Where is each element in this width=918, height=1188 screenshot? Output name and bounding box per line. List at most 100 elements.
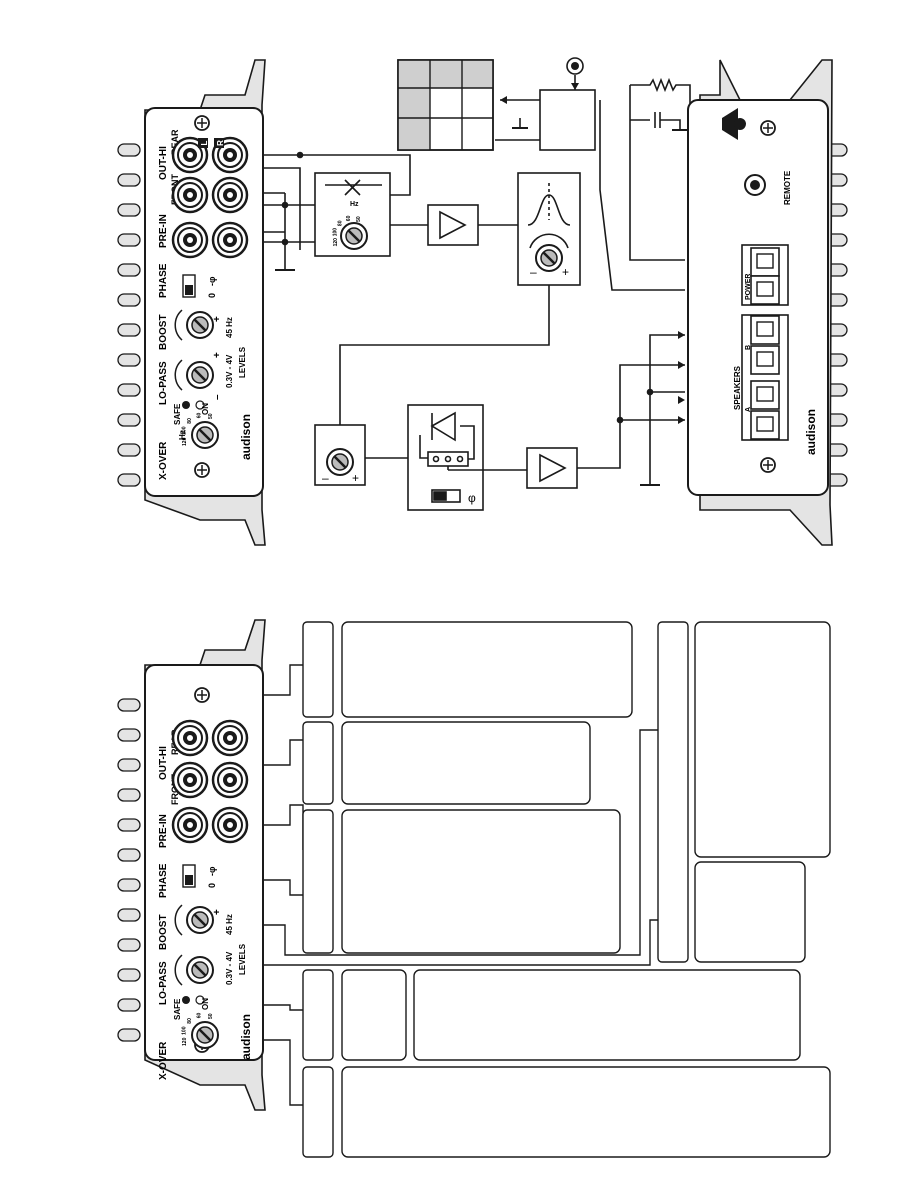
speaker-terminals[interactable]: SPEAKERS A B xyxy=(733,314,789,441)
block-diagram xyxy=(262,75,691,511)
rca-front-right[interactable] xyxy=(211,176,249,214)
svg-text:OUT-HI: OUT-HI xyxy=(158,746,169,780)
filter-tick-label: 120 xyxy=(333,238,339,247)
brand-logo-rear: audison xyxy=(804,409,818,455)
label-outhi: OUT-HI xyxy=(158,146,169,180)
levels-label: LEVELS xyxy=(238,346,247,378)
xover-knob[interactable] xyxy=(190,1020,220,1050)
phase-symbol: φ xyxy=(468,491,476,505)
svg-text:+: + xyxy=(212,316,223,322)
xover-tick-label: 60 xyxy=(197,413,203,419)
power-terminal[interactable]: POWER xyxy=(741,244,789,306)
rear-panel: REMOTE POWER SPEAKERS A B audison xyxy=(687,59,848,546)
screw-icon xyxy=(760,120,776,136)
xover-tick-label: 80 xyxy=(187,418,193,424)
callout-text-box-6 xyxy=(341,1066,831,1158)
amplifier-block-2 xyxy=(526,447,578,489)
channel-label-left: L xyxy=(200,140,209,145)
rca-rear-left[interactable] xyxy=(171,719,209,757)
callout-tab-6 xyxy=(657,621,689,963)
heatsink-fins-left xyxy=(117,143,141,487)
led-on xyxy=(195,400,205,410)
svg-text:B: B xyxy=(745,345,752,350)
callout-tab-5 xyxy=(302,1066,334,1158)
svg-text:+: + xyxy=(212,352,223,358)
crossover-knob-icon xyxy=(339,221,369,251)
label-lopass: LO-PASS xyxy=(158,361,169,405)
xover-tick-label: 80 xyxy=(187,1018,193,1024)
svg-text:–: – xyxy=(322,471,329,485)
rca-prein-left[interactable] xyxy=(171,806,209,844)
boost-knob[interactable] xyxy=(185,905,215,935)
svg-text:A: A xyxy=(745,407,752,412)
lopass-level-knob[interactable] xyxy=(185,360,215,390)
filter-tick-label: 50 xyxy=(356,216,362,222)
svg-text:45 Hz: 45 Hz xyxy=(225,914,234,935)
front-panel-bottom: X-OVER LO-PASS BOOST PHASE PRE-IN OUT-HI… xyxy=(117,619,266,1111)
svg-text:Hz: Hz xyxy=(350,201,359,208)
rca-front-left[interactable] xyxy=(171,761,209,799)
svg-text:POWER: POWER xyxy=(745,274,752,300)
svg-text:ON: ON xyxy=(201,998,210,1010)
svg-text:BOOST: BOOST xyxy=(158,914,169,950)
svg-text:ON: ON xyxy=(201,403,210,415)
fuse-icon xyxy=(722,108,738,140)
svg-text:PRE-IN: PRE-IN xyxy=(158,814,169,848)
xover-tick-label: 100 xyxy=(182,426,188,435)
label-phase: PHASE xyxy=(158,263,169,298)
callout-tab-4 xyxy=(302,969,334,1061)
callout-tab-3 xyxy=(302,809,334,954)
brand-logo: audison xyxy=(239,414,253,460)
callout-tab-2 xyxy=(302,721,334,805)
lopass-level-knob[interactable] xyxy=(185,955,215,985)
xover-tick-label: 120 xyxy=(182,437,188,446)
svg-text:Hz: Hz xyxy=(178,430,187,440)
xover-tick-label: 50 xyxy=(208,1013,214,1019)
rca-prein-left[interactable] xyxy=(171,221,209,259)
callout-text-box-5 xyxy=(413,969,801,1061)
filter-tick-label: 100 xyxy=(332,228,338,237)
xover-tick-label: 120 xyxy=(182,1037,188,1046)
svg-text:-φ: -φ xyxy=(207,866,217,876)
rca-front-left[interactable] xyxy=(171,176,209,214)
filter-tick-label: 80 xyxy=(337,220,343,226)
callout-text-box-7 xyxy=(694,621,831,858)
led-safe xyxy=(182,401,190,409)
svg-text:–: – xyxy=(530,265,537,279)
svg-text:0: 0 xyxy=(207,883,217,888)
callout-tab-1 xyxy=(302,621,334,718)
boost-knob[interactable] xyxy=(185,310,215,340)
label-boost: BOOST xyxy=(158,314,169,350)
svg-text:LO-PASS: LO-PASS xyxy=(158,961,169,1005)
led-on xyxy=(195,995,205,1005)
screw-icon xyxy=(194,687,210,703)
svg-text:+: + xyxy=(212,909,223,915)
xover-knob[interactable] xyxy=(190,420,220,450)
callout-leaders xyxy=(262,664,660,1106)
xover-tick-label: 100 xyxy=(182,1026,188,1035)
svg-text:–: – xyxy=(212,394,223,400)
label-rear: REAR xyxy=(170,129,180,155)
svg-text:SAFE: SAFE xyxy=(173,403,182,425)
screw-icon xyxy=(194,462,210,478)
rca-prein-right[interactable] xyxy=(211,221,249,259)
rca-prein-right[interactable] xyxy=(211,806,249,844)
xover-tick-label: 50 xyxy=(208,413,214,419)
rca-rear-right[interactable] xyxy=(211,719,249,757)
label-prein: PRE-IN xyxy=(158,214,169,248)
status-table xyxy=(397,59,494,151)
label-xover: X-OVER xyxy=(158,441,169,480)
phase-0-label: 0 xyxy=(207,293,217,298)
level-knob-icon xyxy=(325,447,355,477)
callout-boxes xyxy=(302,621,831,1158)
svg-text:0.3V - 4V: 0.3V - 4V xyxy=(225,951,234,985)
levels-range: 0.3V - 4V xyxy=(225,354,234,388)
rca-front-right[interactable] xyxy=(211,761,249,799)
svg-text:LEVELS: LEVELS xyxy=(238,943,247,975)
callout-text-box-8 xyxy=(694,861,806,963)
filter-tick-label: 60 xyxy=(346,215,352,221)
led-safe xyxy=(182,996,190,1004)
channel-label-right: R xyxy=(216,140,225,146)
svg-text:+: + xyxy=(562,265,569,279)
